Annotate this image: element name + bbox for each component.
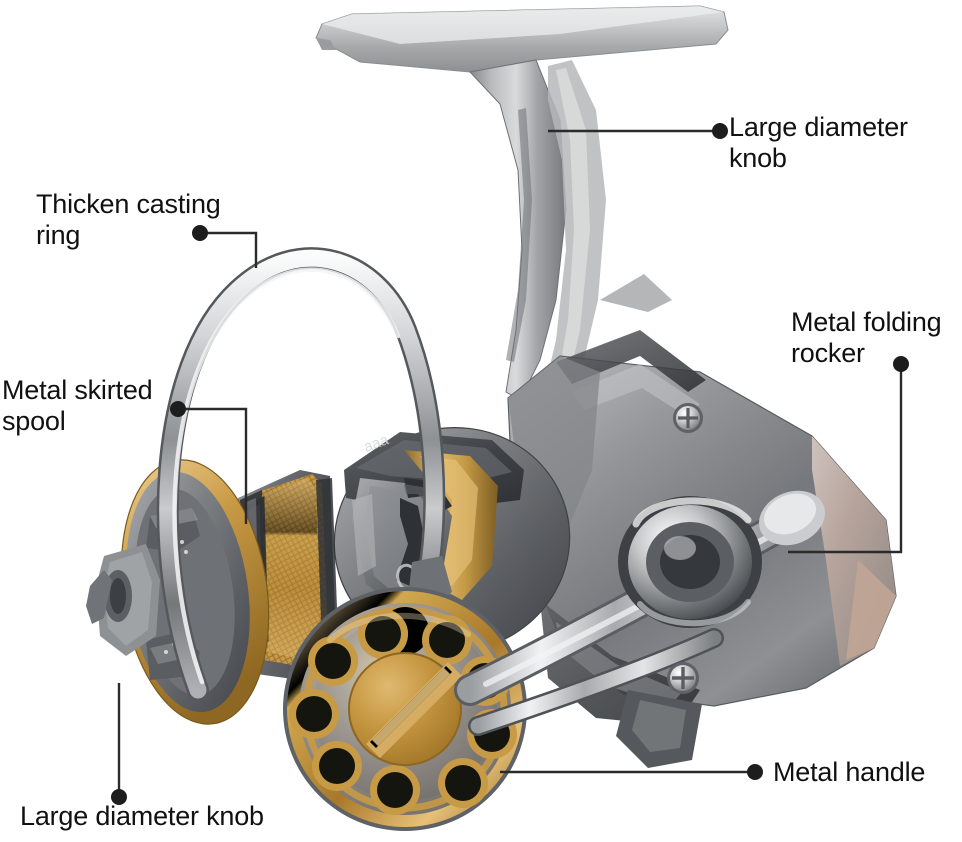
callout-label-thicken-casting-ring: Thicken casting ring <box>36 189 221 251</box>
leader-lines <box>117 129 903 793</box>
leader-thicken-casting-ring <box>204 231 258 268</box>
callout-label-large-diameter-knob-top: Large diameter knob <box>729 112 908 174</box>
leader-metal-folding-rocker <box>788 368 903 554</box>
dot-large-diameter-knob-bottom <box>111 789 127 805</box>
dot-metal-folding-rocker <box>893 356 909 372</box>
dot-large-diameter-knob-top <box>712 123 728 139</box>
callout-label-metal-skirted-spool: Metal skirted spool <box>2 375 153 437</box>
knob-ports <box>289 607 517 815</box>
dot-thicken-casting-ring <box>192 225 208 241</box>
leader-dots <box>111 123 909 805</box>
callout-label-large-diameter-knob-bottom: Large diameter knob <box>20 801 264 831</box>
rod-foot-assembly <box>315 5 729 420</box>
callout-label-metal-folding-rocker: Metal folding rocker <box>791 307 942 369</box>
dot-metal-skirted-spool <box>170 401 186 417</box>
dot-metal-handle <box>747 764 763 780</box>
body-screws <box>667 403 703 694</box>
callout-label-metal-handle: Metal handle <box>773 757 926 787</box>
handle-knob <box>283 587 527 831</box>
leader-metal-skirted-spool <box>182 407 248 524</box>
rocker-hub <box>618 496 762 628</box>
